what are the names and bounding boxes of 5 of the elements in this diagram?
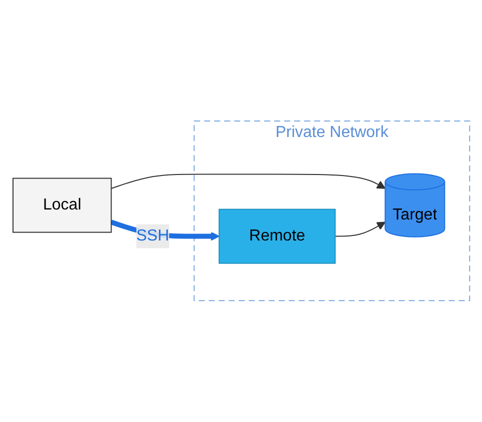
arrow xyxy=(334,222,386,237)
node-box: Remote xyxy=(218,209,336,264)
edge-label: SSH xyxy=(136,227,169,244)
arrow xyxy=(110,174,386,190)
node-box: Local xyxy=(12,178,112,233)
